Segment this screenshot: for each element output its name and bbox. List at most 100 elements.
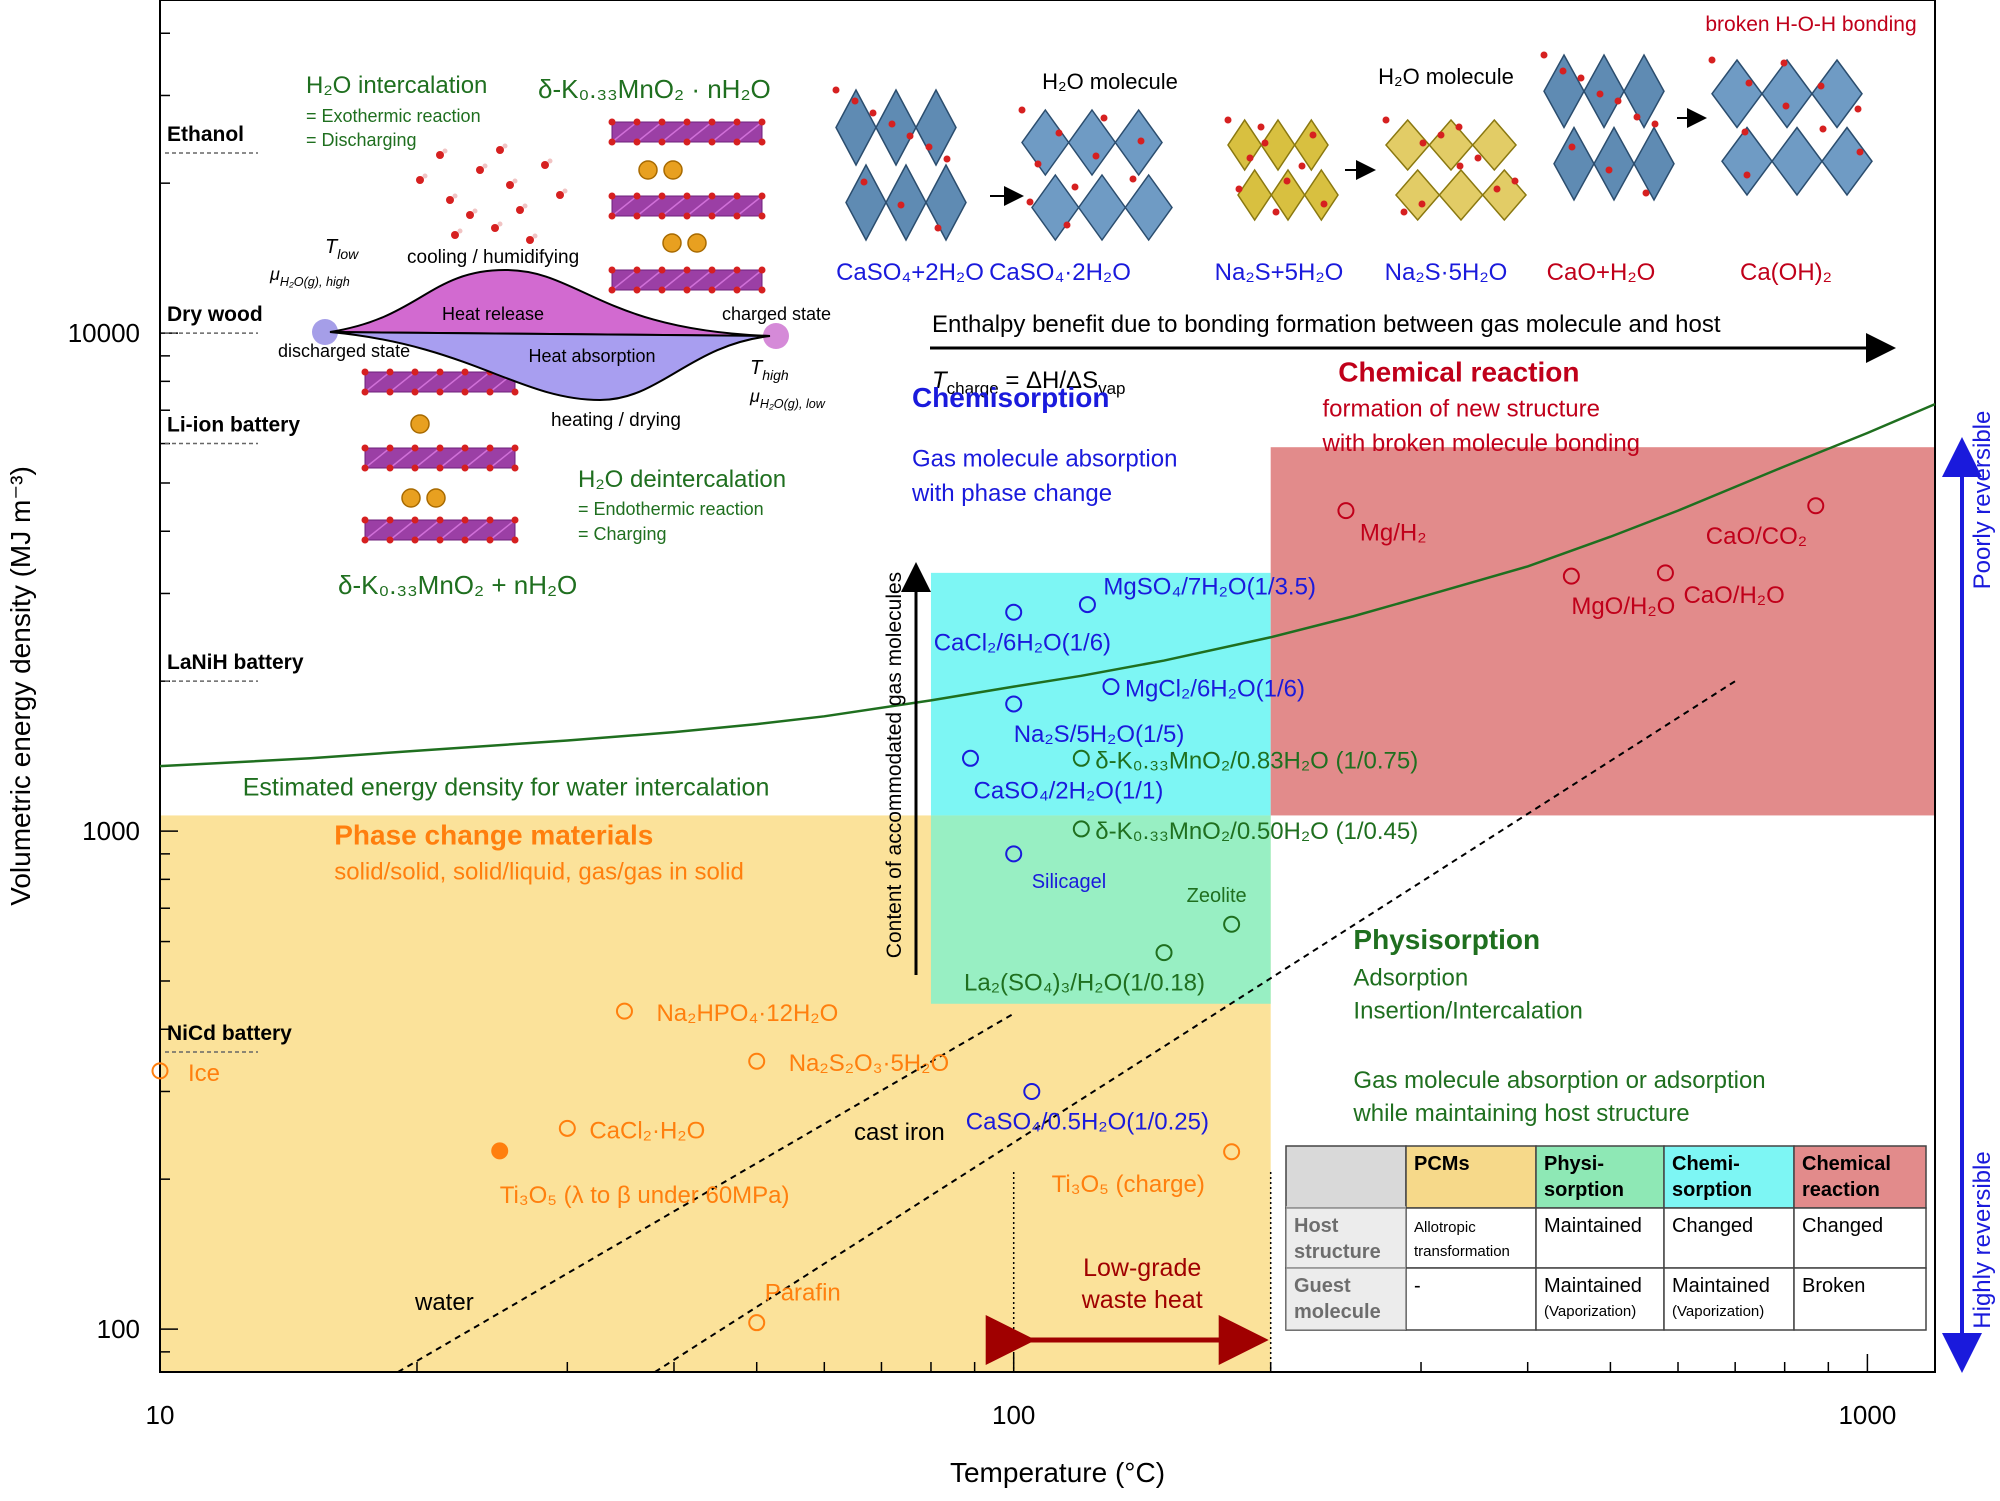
charged-state-marker (763, 323, 789, 349)
polyhedron (1021, 108, 1070, 177)
table-cell-text: (Vaporization) (1672, 1303, 1764, 1320)
deintercalation-title: H₂O deintercalation (578, 466, 786, 493)
oxygen-atom (1780, 59, 1788, 67)
polyhedron (1761, 58, 1813, 129)
polyhedron (1811, 58, 1863, 129)
oxygen-atom (608, 286, 616, 294)
water-molecule (502, 143, 508, 149)
water-molecule (416, 176, 424, 184)
data-point (558, 1119, 576, 1137)
oxygen-atom (361, 388, 369, 396)
y-tick-label: 100 (97, 1314, 140, 1344)
data-point (1807, 497, 1825, 515)
discharged-state-marker (312, 319, 338, 345)
deintercalation-line: = Charging (578, 524, 667, 544)
caso4-dihydrate-structure (1018, 106, 1173, 242)
oxygen-atom (832, 86, 840, 94)
oxygen-atom (758, 266, 766, 274)
data-point-label: Parafin (765, 1280, 841, 1307)
potassium-ion (401, 488, 421, 508)
oxygen-atom (708, 118, 716, 126)
oxygen-atom (1418, 200, 1426, 208)
deintercalation-line: = Endothermic reaction (578, 499, 764, 519)
oxygen-atom (1743, 171, 1751, 179)
oxygen-atom (658, 118, 666, 126)
oxygen-atom (1745, 79, 1753, 87)
water-molecule (547, 158, 553, 164)
data-point (1005, 603, 1023, 621)
oxygen-atom (1642, 189, 1650, 197)
oxygen-atom (906, 132, 914, 140)
data-point-label: CaCl₂·H₂O (589, 1117, 705, 1144)
table-cell-text: transformation (1414, 1243, 1510, 1260)
mno2-layer (608, 266, 766, 294)
polyhedron (1428, 118, 1474, 172)
oxygen-atom (486, 536, 494, 544)
layer-stripe (414, 447, 441, 469)
data-point-label: Na₂S₂O₃·5H₂O (789, 1050, 949, 1077)
layer-stripe (736, 121, 763, 143)
mno2-layer (608, 118, 766, 146)
data-point-label: Na₂S/5H₂O(1/5) (1014, 721, 1185, 748)
curve-label-estimated: Estimated energy density for water inter… (243, 773, 770, 801)
oxygen-atom (461, 444, 469, 452)
table-header-text: Physi- (1544, 1153, 1604, 1175)
oxygen-atom (1540, 51, 1548, 59)
data-point-label: La₂(SO₄)₃/H₂O(1/0.18) (964, 970, 1205, 997)
oxygen-atom (1819, 125, 1827, 133)
mno2-layer (361, 516, 519, 544)
polyhedron (1771, 126, 1823, 197)
polyhedron (1821, 126, 1873, 197)
charged-state-label: charged state (722, 304, 831, 324)
data-point-label: Zeolite (1187, 885, 1247, 907)
oxygen-atom (708, 266, 716, 274)
curve-2 (654, 680, 1736, 1373)
table-cell-text: Broken (1802, 1275, 1865, 1297)
top-formula: δ-K₀.₃₃MnO₂ · nH₂O (538, 74, 771, 104)
oxygen-atom (733, 266, 741, 274)
water-molecule (512, 178, 518, 184)
polyhedron (925, 163, 967, 242)
oxygen-atom (436, 388, 444, 396)
oxygen-atom (708, 138, 716, 146)
region-title: Gas molecule absorption (912, 445, 1177, 472)
table-row-head-shade (1286, 1206, 1406, 1330)
curve-0 (159, 402, 1936, 768)
polyhedron (1303, 168, 1339, 222)
oxygen-atom (1559, 67, 1567, 75)
table-header-text: sorption (1544, 1179, 1624, 1201)
oxygen-atom (511, 536, 519, 544)
oxygen-atom (633, 138, 641, 146)
oxygen-atom (633, 118, 641, 126)
layer-stripe (364, 519, 391, 541)
oxygen-atom (1018, 106, 1026, 114)
water-molecule (522, 203, 528, 209)
layer-stripe (389, 519, 416, 541)
x-tick-label: 1000 (1838, 1400, 1896, 1430)
structure-label: CaO+H₂O (1547, 259, 1656, 286)
polyhedron (1553, 125, 1595, 202)
oxygen-atom (608, 118, 616, 126)
oxygen-atom (461, 516, 469, 524)
polyhedron (1593, 125, 1635, 202)
layer-stripe (489, 447, 516, 469)
oxygen-atom (1437, 131, 1445, 139)
oxygen-atom (708, 212, 716, 220)
oxygen-atom (860, 178, 868, 186)
data-point (1023, 1082, 1041, 1100)
polyhedron (1260, 118, 1296, 172)
layer-stripe (364, 447, 391, 469)
oxygen-atom (1063, 221, 1071, 229)
water-molecule (516, 206, 524, 214)
water-molecule (466, 211, 474, 219)
water-molecule (472, 208, 478, 214)
data-point (1155, 944, 1173, 962)
heating-label: heating / drying (551, 410, 681, 431)
table-header-text: Chemical (1802, 1153, 1891, 1175)
table-cell (1535, 1267, 1665, 1331)
oxygen-atom (1298, 162, 1306, 170)
oxygen-atom (1854, 105, 1862, 113)
potassium-ion (662, 233, 682, 253)
